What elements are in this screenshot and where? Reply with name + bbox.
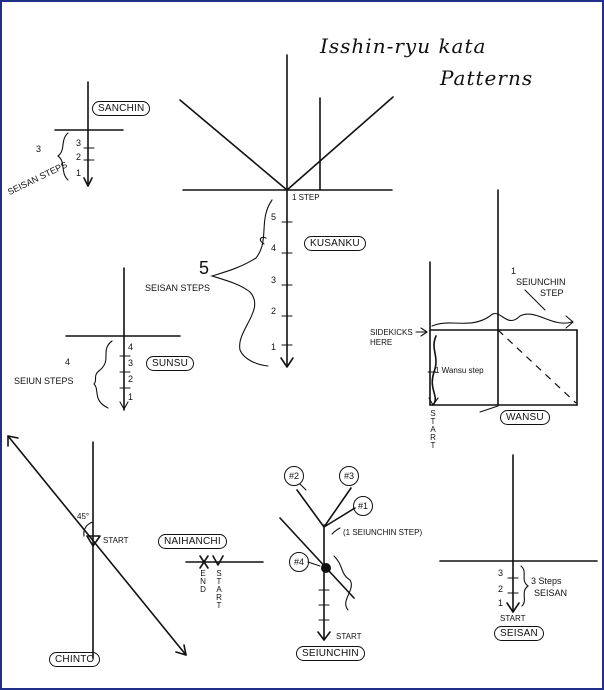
wansu-step-label: 1 Wansu step: [435, 366, 484, 375]
naihanchi-pattern: [185, 555, 264, 569]
sanchin-tick-label: 3: [76, 138, 82, 148]
seiunchin-marker-2: #2: [284, 466, 304, 486]
seiunchin-start-label: START: [336, 632, 362, 641]
kusanku-tick-label: 3: [271, 275, 277, 285]
seisan-start-label: START: [500, 614, 526, 623]
seisan-tick-label: 3: [498, 568, 504, 578]
seiunchin-marker-1: #1: [353, 496, 373, 516]
sunsu-pattern: [65, 267, 181, 411]
title-line-2: Patterns: [440, 66, 534, 90]
wansu-label: WANSU: [500, 410, 550, 425]
seiunchin-marker-4: #4: [289, 552, 309, 572]
naihanchi-end-label: END: [200, 569, 206, 594]
kusanku-label: KUSANKU: [304, 236, 366, 251]
kusanku-tick-label: 1: [271, 342, 277, 352]
kusanku-tick-label: 4: [271, 243, 277, 253]
seisan-label: SEISAN: [494, 626, 544, 641]
sanchin-note-number: 3: [36, 144, 42, 154]
seiunchin-pattern: [279, 483, 356, 641]
sunsu-tick-label: 2: [128, 374, 134, 384]
seiunchin-label: SEIUNCHIN: [296, 646, 365, 661]
chinto-angle-label: 45°: [77, 512, 90, 521]
naihanchi-label: NAIHANCHI: [158, 534, 227, 549]
wansu-sidekicks-label: SIDEKICKS: [370, 328, 413, 337]
kusanku-note: SEISAN STEPS: [145, 283, 211, 293]
sunsu-tick-label: 3: [128, 358, 134, 368]
wansu-seiunchin-label: SEIUNCHIN: [516, 277, 566, 287]
kusanku-tick-label: 2: [271, 306, 277, 316]
chinto-label: CHINTO: [49, 652, 101, 667]
chinto-pattern: [7, 435, 187, 659]
title-line-1: Isshin-ryu kata: [320, 34, 487, 58]
wansu-sidekicks-here: HERE: [370, 338, 393, 347]
chinto-start-label: START: [103, 536, 129, 545]
sunsu-tick-label: 1: [128, 392, 134, 402]
kusanku-tick-label: 5: [271, 212, 277, 222]
kusanku-pattern: [179, 54, 394, 368]
kusanku-note-number: 5: [199, 258, 210, 278]
sunsu-label: SUNSU: [146, 356, 195, 371]
sunsu-note-number: 4: [65, 357, 71, 367]
wansu-pattern: [415, 189, 578, 413]
seiunchin-step-note: (1 SEIUNCHIN STEP): [343, 528, 423, 537]
seisan-steps-note-2: SEISAN: [534, 588, 568, 598]
wansu-seiunchin-number: 1: [511, 266, 517, 276]
seisan-tick-label: 2: [498, 584, 504, 594]
sanchin-tick-label: 1: [76, 168, 82, 178]
naihanchi-start-label: START: [216, 569, 222, 610]
sanchin-pattern: [54, 81, 124, 187]
sunsu-tick-label: 4: [128, 342, 134, 352]
kusanku-step-label: 1 STEP: [292, 193, 320, 202]
seiunchin-marker-3: #3: [339, 466, 359, 486]
seisan-tick-label: 1: [498, 598, 504, 608]
sanchin-label: SANCHIN: [92, 101, 151, 116]
wansu-start-label: START: [430, 409, 436, 450]
sanchin-tick-label: 2: [76, 152, 82, 162]
wansu-seiunchin-step: STEP: [540, 288, 564, 298]
seisan-steps-note: 3 Steps: [531, 576, 562, 586]
seisan-pattern: [439, 454, 598, 613]
sunsu-note: SEIUN STEPS: [14, 376, 74, 386]
